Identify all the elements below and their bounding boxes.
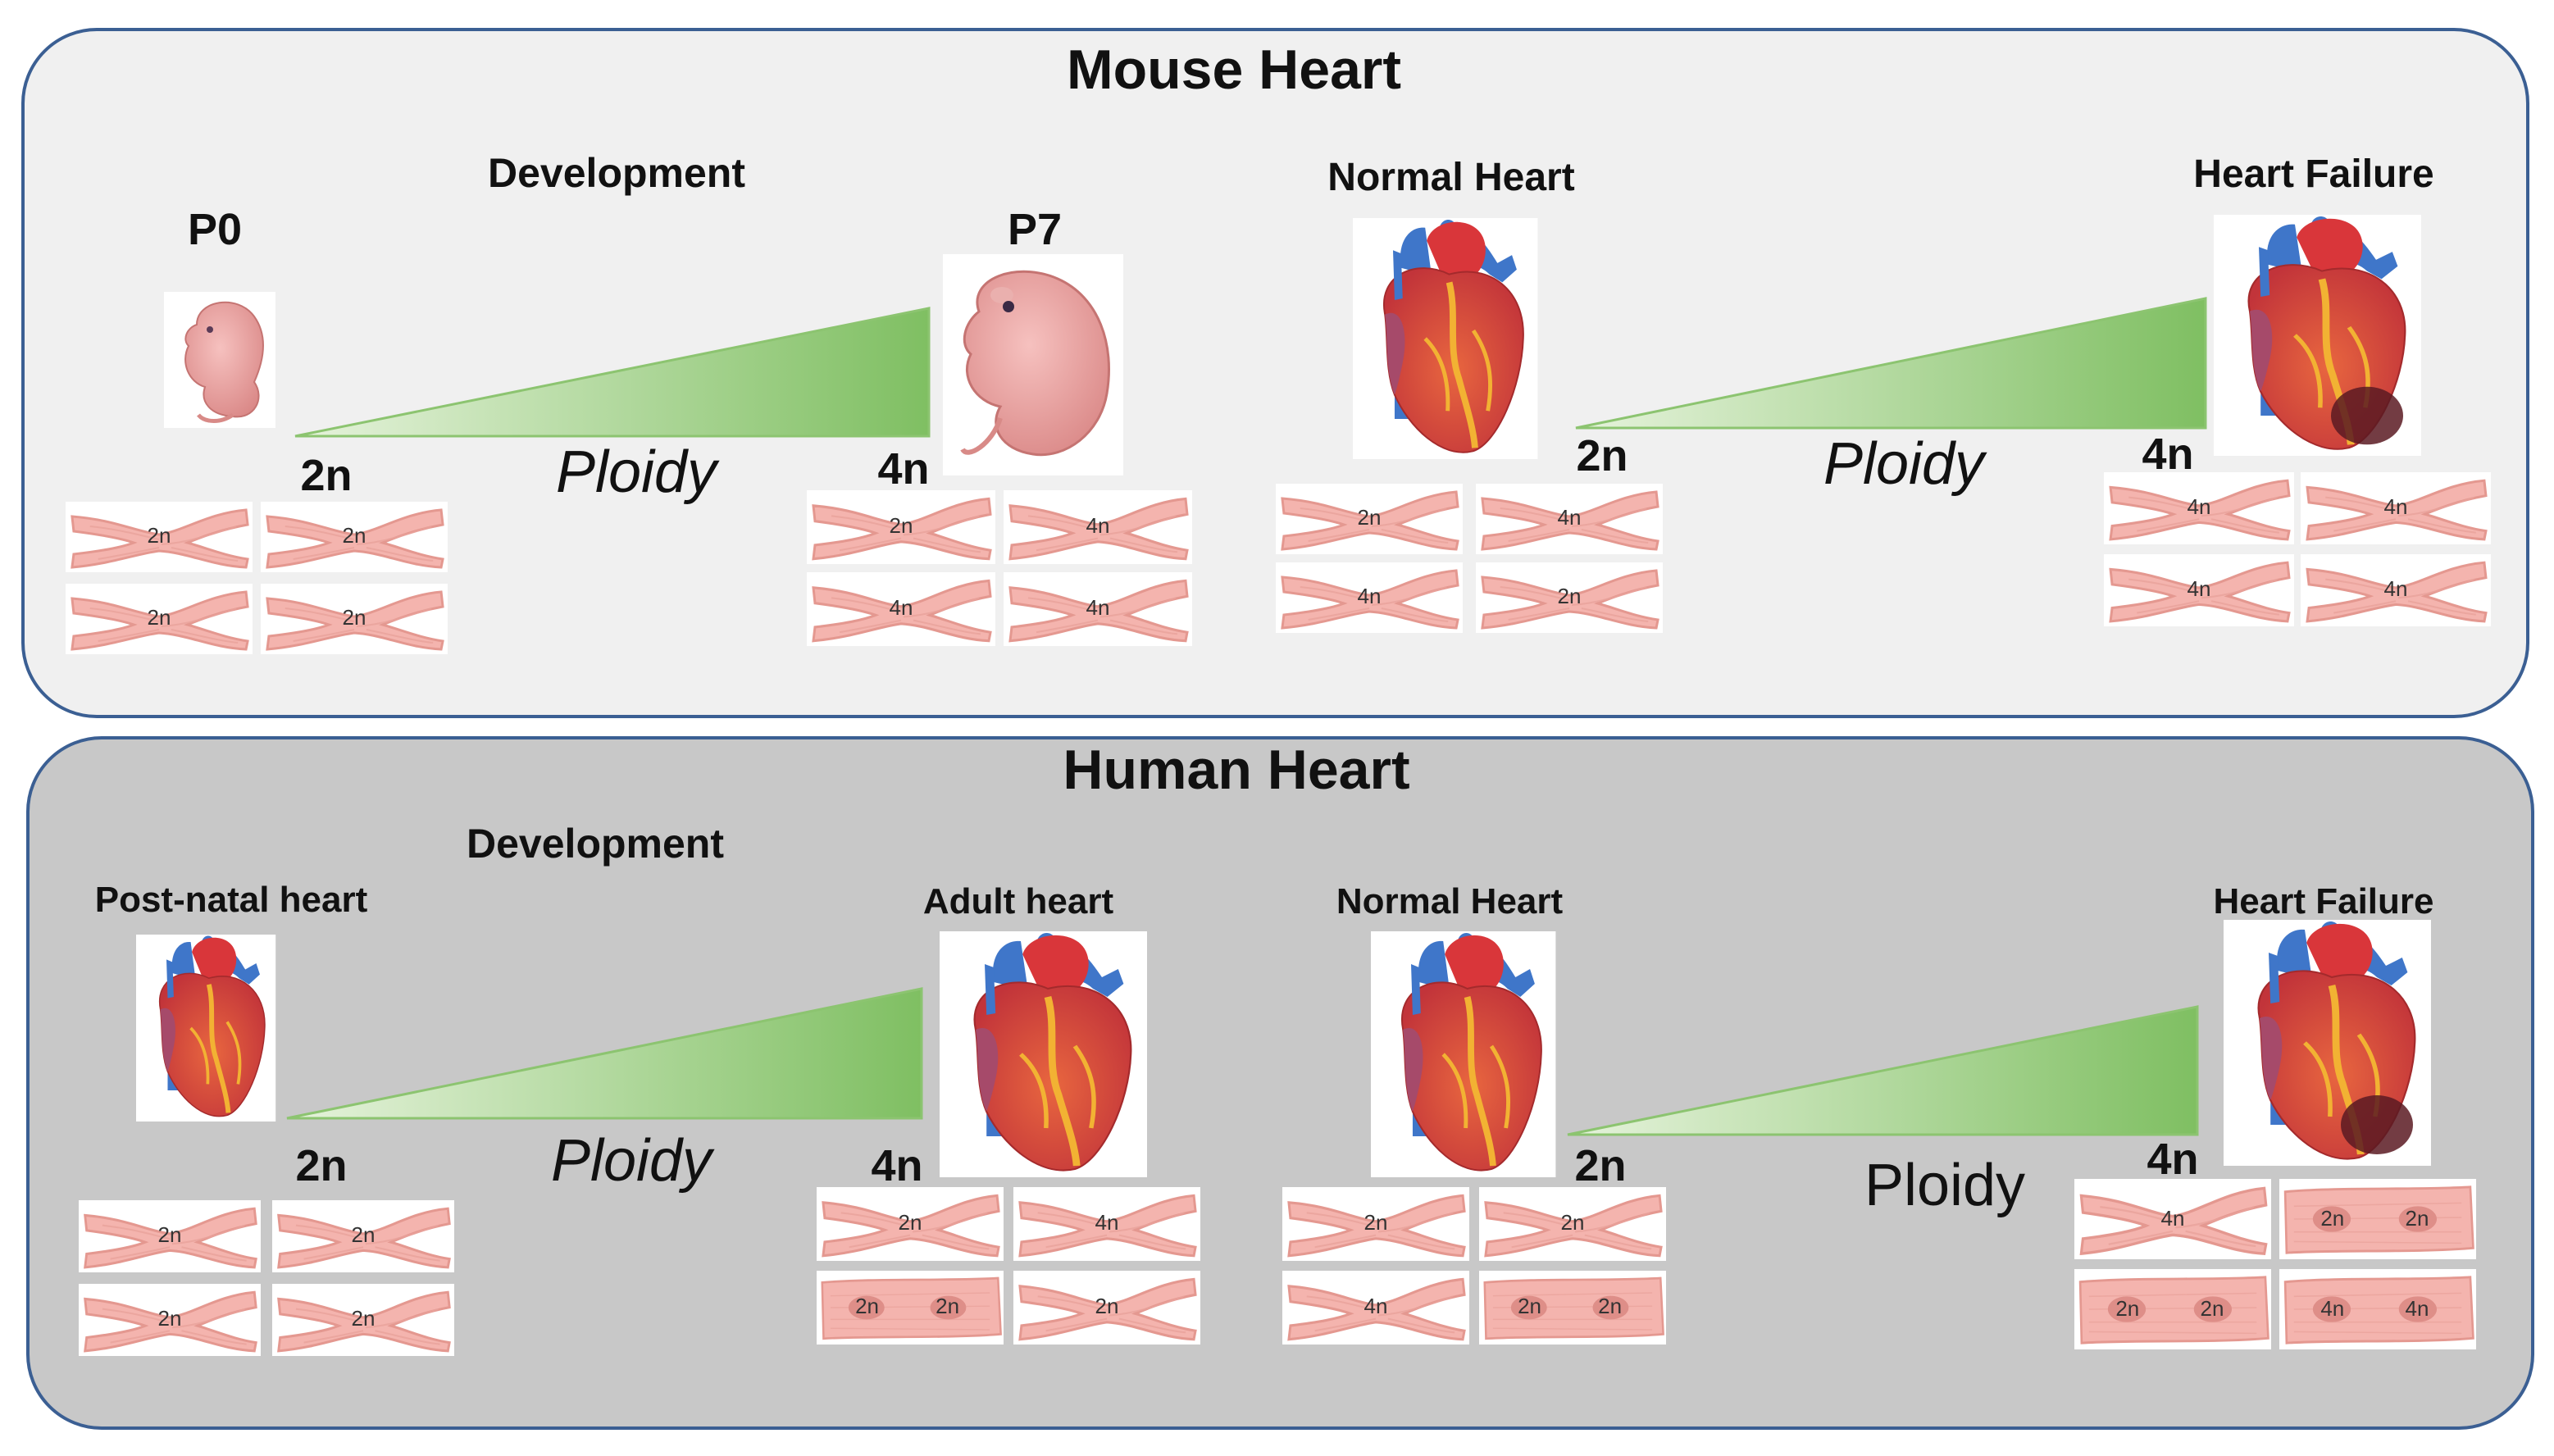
- human-postnatal-label: Post-natal heart: [95, 880, 368, 920]
- mouse-p0-label: P0: [188, 205, 242, 254]
- cell-ploidy-label: 4n: [2188, 494, 2211, 519]
- mouse-pup-icon: [943, 254, 1123, 475]
- human-disease-ploidy-low: 2n: [1574, 1141, 1626, 1190]
- human-adult-cells: 2n 4n 2n 2n 2n: [815, 1185, 1202, 1346]
- nucleus-ploidy-label: 4n: [2320, 1296, 2344, 1321]
- human-disease-ploidy-high: 4n: [2147, 1135, 2198, 1184]
- human-disease-ploidy-label: Ploidy: [1864, 1153, 2025, 1218]
- nucleus-ploidy-label: 2n: [855, 1294, 879, 1318]
- cell-ploidy-label: 2n: [343, 523, 366, 548]
- human-normal-cells: 2n 2n 4n 2n 2n: [1281, 1185, 1668, 1346]
- mouse-normal-heart-label: Normal Heart: [1327, 156, 1574, 199]
- mouse-disease-ploidy-wedge: [1575, 297, 2207, 430]
- mouse-heart-failure-label: Heart Failure: [2193, 152, 2433, 196]
- cell-ploidy-label: 4n: [1558, 505, 1582, 530]
- mouse-p0-cells: 2n 2n 2n 2n: [64, 500, 449, 656]
- failing-heart-icon: [2224, 920, 2431, 1166]
- cell-ploidy-label: 4n: [1364, 1294, 1388, 1318]
- human-heart-failure-label: Heart Failure: [2214, 881, 2434, 921]
- cell-ploidy-label: 4n: [2161, 1206, 2185, 1231]
- nucleus-ploidy-label: 2n: [2115, 1296, 2139, 1321]
- adult-heart-icon: [940, 931, 1147, 1177]
- mouse-disease-ploidy-label: Ploidy: [1823, 431, 1987, 497]
- human-disease-ploidy-wedge: [1567, 1005, 2199, 1136]
- mouse-panel: Mouse Heart Development P0 P7 Normal Hea…: [21, 28, 2529, 718]
- cell-ploidy-label: 4n: [1086, 513, 1110, 538]
- failing-heart-icon: [2214, 215, 2421, 456]
- human-dev-ploidy-low: 2n: [295, 1141, 347, 1190]
- nucleus-ploidy-label: 2n: [936, 1294, 959, 1318]
- mouse-dev-ploidy-label: Ploidy: [556, 439, 720, 505]
- human-normal-heart-label: Normal Heart: [1336, 881, 1564, 921]
- mouse-normal-cells: 2n 4n 4n 2n: [1274, 482, 1664, 635]
- mouse-development-label: Development: [488, 150, 745, 196]
- binucleated-cardiomyocyte: [2278, 1177, 2478, 1261]
- binucleated-cardiomyocyte: [2278, 1267, 2478, 1351]
- binucleated-cardiomyocyte: [2073, 1267, 2273, 1351]
- mouse-p7-cells: 2n 4n 4n 4n: [805, 489, 1194, 648]
- mouse-failure-cells: 4n 4n 4n 4n: [2102, 471, 2493, 628]
- human-development-ploidy-wedge: [286, 987, 923, 1120]
- human-failure-cells: 4n 2n 2n 2n 2n 4n 4n: [2073, 1177, 2478, 1351]
- cell-ploidy-label: 4n: [1086, 595, 1110, 620]
- cell-ploidy-label: 4n: [1095, 1210, 1119, 1235]
- cell-ploidy-label: 2n: [1095, 1294, 1119, 1318]
- newborn-mouse-icon: [164, 292, 275, 428]
- cell-ploidy-label: 4n: [1358, 584, 1382, 608]
- normal-heart-icon: [1371, 931, 1555, 1177]
- mouse-disease-ploidy-low: 2n: [1576, 431, 1628, 480]
- nucleus-ploidy-label: 4n: [2406, 1296, 2429, 1321]
- cell-ploidy-label: 2n: [899, 1210, 922, 1235]
- cell-ploidy-label: 4n: [2384, 494, 2408, 519]
- human-panel-title: Human Heart: [1063, 739, 1409, 801]
- human-adult-label: Adult heart: [923, 881, 1114, 921]
- human-development-label: Development: [467, 821, 724, 867]
- cell-ploidy-label: 2n: [148, 523, 171, 548]
- human-dev-ploidy-high: 4n: [871, 1141, 922, 1190]
- mouse-disease-ploidy-high: 4n: [2142, 430, 2193, 479]
- cell-ploidy-label: 2n: [352, 1222, 376, 1247]
- nucleus-ploidy-label: 2n: [1518, 1294, 1541, 1318]
- nucleus-ploidy-label: 2n: [1598, 1294, 1622, 1318]
- cell-ploidy-label: 2n: [1561, 1210, 1585, 1235]
- mouse-development-ploidy-wedge: [294, 307, 931, 438]
- human-panel: Human Heart Development Post-natal heart…: [26, 736, 2534, 1430]
- cell-ploidy-label: 4n: [890, 595, 913, 620]
- cell-ploidy-label: 2n: [890, 513, 913, 538]
- anatomical-heart-icon: [1353, 218, 1537, 459]
- mouse-panel-title: Mouse Heart: [1067, 39, 1401, 101]
- cell-ploidy-label: 4n: [2188, 576, 2211, 601]
- nucleus-ploidy-label: 2n: [2320, 1206, 2344, 1231]
- human-postnatal-cells: 2n 2n 2n 2n: [77, 1199, 456, 1358]
- nucleus-ploidy-label: 2n: [2201, 1296, 2224, 1321]
- cell-ploidy-label: 2n: [1358, 505, 1382, 530]
- cell-ploidy-label: 2n: [148, 605, 171, 630]
- cell-ploidy-label: 2n: [343, 605, 366, 630]
- cell-ploidy-label: 4n: [2384, 576, 2408, 601]
- nucleus-ploidy-label: 2n: [2406, 1206, 2429, 1231]
- cell-ploidy-label: 2n: [158, 1306, 182, 1331]
- binucleated-cardiomyocyte: [815, 1269, 1005, 1346]
- binucleated-cardiomyocyte: [1477, 1269, 1668, 1346]
- human-dev-ploidy-label: Ploidy: [551, 1128, 715, 1194]
- cell-ploidy-label: 2n: [1558, 584, 1582, 608]
- mouse-dev-ploidy-high: 4n: [877, 444, 929, 494]
- cell-ploidy-label: 2n: [352, 1306, 376, 1331]
- mouse-dev-ploidy-low: 2n: [300, 451, 352, 500]
- cell-ploidy-label: 2n: [158, 1222, 182, 1247]
- mouse-p7-label: P7: [1008, 205, 1062, 254]
- cell-ploidy-label: 2n: [1364, 1210, 1388, 1235]
- postnatal-heart-icon: [136, 935, 275, 1122]
